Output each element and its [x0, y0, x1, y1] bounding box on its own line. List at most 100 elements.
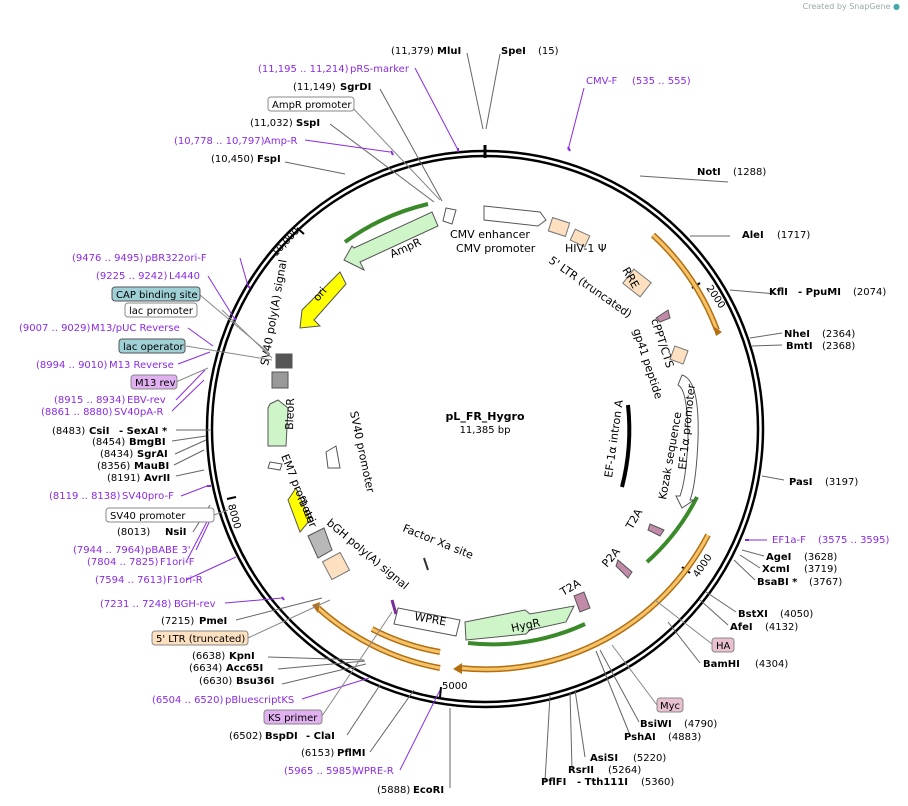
feature-ltr-small [569, 228, 591, 248]
enzyme-pos-bspdi: (6502) [229, 731, 262, 742]
primer-pbabe-3: pBABE 3' [145, 545, 191, 556]
enzyme-pflmi: PflMI [337, 748, 365, 759]
feature-grey-box-1 [307, 527, 333, 559]
enzyme-nsii: NsiI [165, 527, 186, 538]
primer-ebv-rev: EBV-rev [127, 395, 166, 406]
enzyme-agei: AgeI [766, 552, 791, 563]
primer-pos-f1ori-r: (7594 .. 7613) [95, 575, 167, 586]
primer-pos-l4440: (9225 .. 9242) [96, 271, 168, 282]
enzyme-pos-spei: (15) [538, 46, 559, 57]
enzyme-pos-agei: (3628) [804, 552, 837, 563]
feature-t2a-1 [647, 523, 665, 537]
enzyme-sspi: SspI [296, 118, 320, 129]
label-t2a-1: T2A [623, 506, 646, 532]
primer-ef1a-f: EF1a-F [772, 535, 806, 546]
enzyme-tth111i: - Tth111I [577, 777, 628, 788]
primer-m13-reverse: M13 Reverse [109, 360, 174, 371]
enzyme-kpni: KpnI [229, 651, 255, 662]
label-ks-primer: KS primer [268, 713, 318, 724]
tick-label-5000: 5000 [442, 681, 467, 692]
primer-pos-m13-puc-reverse: (9007 .. 9029) [19, 323, 91, 334]
enzyme-pos-bsiwi: (4790) [684, 719, 717, 730]
enzyme-pos-bmti: (2368) [822, 341, 855, 352]
enzyme-pos-pasi: (3197) [825, 477, 858, 488]
primer-prs-marker: pRS-marker [350, 64, 410, 75]
enzyme-spei: SpeI [501, 46, 526, 57]
enzyme-fspi: FspI [257, 154, 281, 165]
enzyme-pos-sspi: (11,032) [250, 118, 293, 129]
label-lac-promoter: lac promoter [129, 306, 194, 317]
label-ha: HA [716, 641, 731, 652]
enzyme-pos-pshai: (4883) [668, 732, 701, 743]
feature-rre [622, 268, 652, 298]
enzyme-pos-fspi: (10,450) [211, 154, 254, 165]
primer-pbr322ori-f: pBR322ori-F [145, 253, 207, 264]
label-myc: Myc [660, 701, 680, 712]
enzyme-bsu36i: Bsu36I [236, 676, 274, 687]
feature-wpre-marker [390, 599, 398, 615]
feature-cppt-box [669, 345, 689, 365]
feature-grey-box-2 [271, 371, 289, 389]
enzyme-pos-alei: (1717) [777, 230, 810, 241]
feature-hygr [464, 605, 575, 641]
enzyme-pasi: PasI [789, 477, 812, 488]
enzyme-pos-nsii: (8013) [117, 527, 150, 538]
snapgene-credit: Created by SnapGene ● [802, 2, 900, 11]
feature-wpre [393, 607, 461, 637]
primer-amp-r: Amp-R [264, 136, 298, 147]
enzyme-bsabi: BsaBI * [757, 577, 798, 588]
enzyme-pos-bamhi: (4304) [755, 659, 788, 670]
box-leader-lines [175, 104, 713, 717]
enzyme-rsrii: RsrII [568, 765, 594, 776]
primer-pos-m13-reverse: (8994 .. 9010) [36, 360, 108, 371]
tick-label-10000: 10,000 [270, 226, 302, 259]
feature-em7-arrow [267, 461, 283, 471]
box-lac-promoter [124, 302, 198, 318]
primer-sv40pro-f: SV40pro-F [122, 491, 174, 502]
enzyme-pos-afei: (4132) [765, 622, 798, 633]
enzyme-maubi: MauBI [134, 461, 169, 472]
label-ltr: 5' LTR (truncated) [546, 254, 634, 321]
primer-pos-sv40pro-f: (8119 .. 8138) [49, 491, 121, 502]
enzyme-pos-avrii: (8191) [107, 473, 140, 484]
primer-ticks [207, 146, 749, 601]
enzyme-avrii: AvrII [144, 473, 170, 484]
enzyme-pos-xcmi: (3719) [804, 564, 837, 575]
enzyme-pos-bsu36i: (6630) [199, 676, 232, 687]
enzyme-csii: CsiI [89, 426, 109, 437]
enzyme-pos-bsabi: (3767) [809, 577, 842, 588]
enzyme-alei: AleI [742, 230, 764, 241]
label-lac-operator: lac operator [123, 342, 184, 353]
enzyme-bamhi: BamHI [703, 659, 740, 670]
enzyme-pos-maubi: (8356) [97, 461, 130, 472]
label-5-ltr: 5' LTR (truncated) [156, 634, 245, 645]
plasmid-name: pL_FR_Hygro [445, 410, 525, 423]
enzyme-pos-pmei: (7215) [161, 616, 194, 627]
inner-green-arc-1 [645, 496, 699, 564]
enzyme-bsiwi: BsiWI [640, 719, 672, 730]
primer-pos-pbr322ori-f: (9476 .. 9495) [72, 253, 144, 264]
primer-bgh-rev: BGH-rev [174, 599, 216, 610]
label-cap-binding-site: CAP binding site [116, 290, 198, 301]
enzyme-asisi: AsiSI [590, 753, 618, 764]
enzyme-pshai: PshAI [624, 732, 656, 743]
label-cmv-enhancer: CMV enhancer [450, 228, 530, 241]
primer-pos-sv40pa-r: (8861 .. 8880) [41, 407, 113, 418]
enzyme-sgrai: SgrAI [137, 449, 168, 460]
label-m13-rev: M13 rev [135, 378, 176, 389]
enzyme-mlui: MluI [437, 46, 461, 57]
enzyme-pos-bmgbi: (8454) [92, 437, 125, 448]
enzyme-pos-bstxi: (4050) [780, 609, 813, 620]
primer-pos-f1ori-f: (7804 .. 7825) [87, 557, 159, 568]
enzyme-bmgbi: BmgBI [129, 437, 166, 448]
box-myc [656, 697, 684, 713]
feature-factor-xa [423, 557, 429, 571]
inner-green-arc-3 [343, 202, 429, 244]
outer-feature-arrow-1 [713, 326, 722, 336]
primer-pbluescriptks: pBluescriptKS [225, 695, 294, 706]
primer-pos-amp-r: (10,778 .. 10,797) [174, 136, 265, 147]
enzyme-nhei: NheI [784, 329, 810, 340]
enzyme-bstxi: BstXI [738, 609, 768, 620]
enzyme-ppumi: - PpuMI [798, 287, 841, 298]
